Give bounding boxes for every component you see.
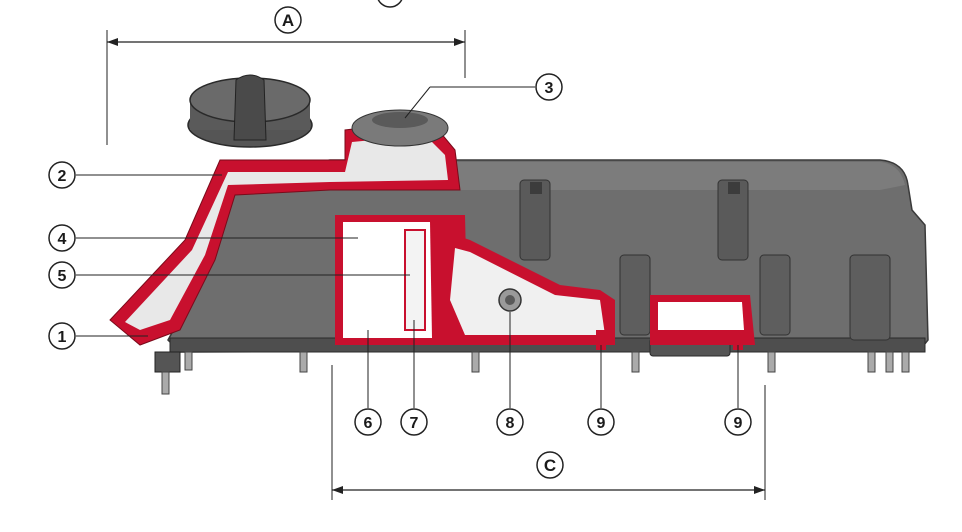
callout-9-right: 9	[724, 408, 752, 436]
callout-2: 2	[48, 161, 76, 189]
callout-5-label: 5	[58, 268, 67, 285]
mounting-studs	[154, 351, 910, 395]
callout-2-label: 2	[58, 168, 67, 185]
callout-6-label: 6	[364, 415, 373, 432]
callout-6: 6	[354, 408, 382, 436]
callout-4: 4	[48, 224, 76, 252]
callout-7: 7	[400, 408, 428, 436]
dimension-c: C	[331, 365, 766, 500]
callout-5: 5	[48, 261, 76, 289]
dimension-b-label: B	[384, 0, 396, 4]
callout-3: 3	[535, 73, 563, 101]
callout-8: 8	[496, 408, 524, 436]
callout-9-right-label: 9	[734, 415, 743, 432]
leader-lines	[76, 86, 739, 408]
oil-filler-cap	[187, 74, 313, 148]
dimension-b-partial: B	[377, 0, 403, 8]
dimension-a-label: A	[282, 11, 294, 30]
dimension-a: A	[106, 6, 466, 145]
callout-9-left-label: 9	[597, 415, 606, 432]
callout-1: 1	[48, 322, 76, 350]
dimension-c-label: C	[544, 456, 556, 475]
callout-7-label: 7	[410, 415, 419, 432]
callout-1-label: 1	[58, 329, 67, 346]
callout-8-label: 8	[506, 415, 515, 432]
callout-9-left: 9	[587, 408, 615, 436]
oil-separator-section	[109, 109, 755, 350]
callout-3-label: 3	[545, 80, 554, 97]
callout-4-label: 4	[58, 231, 67, 248]
